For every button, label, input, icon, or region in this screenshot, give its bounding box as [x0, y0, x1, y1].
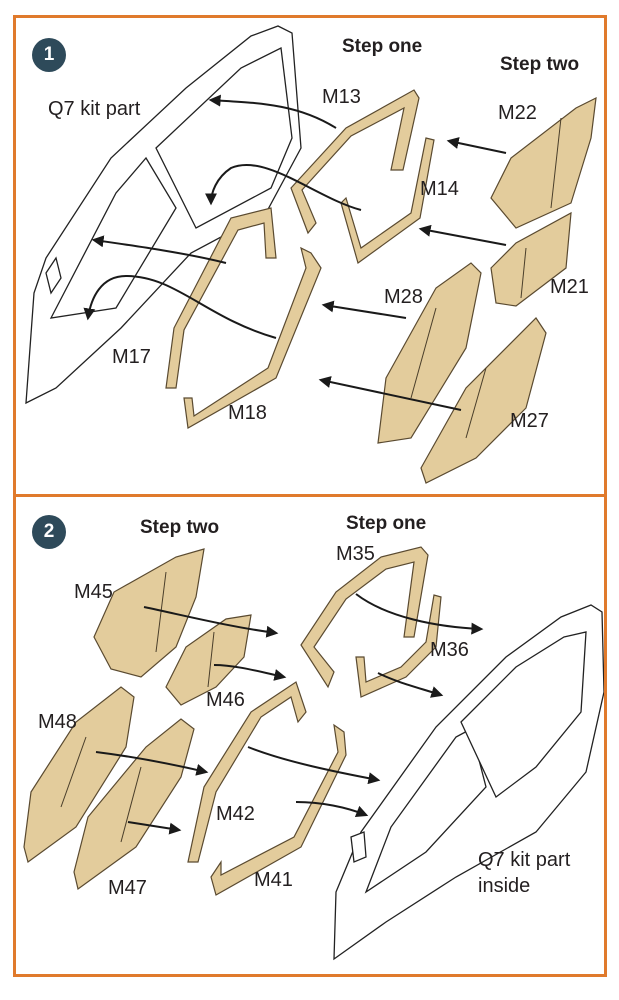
- step-panel-1: 1 Step one Step two Q7 kit part M13 M14 …: [13, 15, 607, 497]
- mask-m47-shape: [73, 718, 195, 891]
- label-m17: M17: [112, 346, 151, 368]
- label-m47: M47: [108, 877, 147, 899]
- kit-part-label: Q7 kit part: [478, 849, 571, 871]
- step-number-badge: 1: [32, 38, 66, 72]
- label-m48: M48: [38, 711, 77, 733]
- mask-m18-shape: [183, 246, 322, 429]
- mask-m13-shape: [290, 89, 420, 235]
- mask-m41-shape: [210, 723, 347, 896]
- mask-m48-shape: [23, 686, 135, 864]
- label-m28: M28: [384, 286, 423, 308]
- label-m35: M35: [336, 543, 375, 565]
- mask-m45-shape: [93, 548, 205, 678]
- label-m22: M22: [498, 102, 537, 124]
- label-m27: M27: [510, 410, 549, 432]
- label-m36: M36: [430, 639, 469, 661]
- step-two-heading: Step two: [500, 54, 580, 75]
- mask-m36-shape: [355, 594, 442, 698]
- mask-m42-shape: [187, 681, 307, 863]
- step-number-badge: 2: [32, 515, 66, 549]
- kit-part-label: Q7 kit part: [48, 98, 141, 120]
- step-one-heading: Step one: [346, 513, 427, 534]
- label-m14: M14: [420, 178, 459, 200]
- mask-m35-shape: [300, 546, 429, 689]
- label-m13: M13: [322, 86, 361, 108]
- kit-window-glass: [333, 604, 604, 961]
- mask-m27-shape: [420, 317, 547, 484]
- panel-2-illustration: [23, 546, 604, 961]
- mask-m46-shape: [165, 614, 252, 706]
- kit-part-inside-label: inside: [478, 875, 531, 897]
- mask-m21-shape: [490, 211, 572, 307]
- step-panel-2: 2 Step two Step one M35 M36 M45 M46 M48 …: [13, 494, 607, 977]
- step-two-heading: Step two: [140, 517, 220, 538]
- label-m18: M18: [228, 402, 267, 424]
- label-m42: M42: [216, 803, 255, 825]
- step-one-heading: Step one: [342, 36, 423, 57]
- label-m41: M41: [254, 869, 293, 891]
- mask-m22-shape: [490, 96, 597, 229]
- mask-m17-shape: [165, 207, 277, 389]
- label-m46: M46: [206, 689, 245, 711]
- label-m21: M21: [550, 276, 589, 298]
- label-m45: M45: [74, 581, 113, 603]
- mask-m14-shape: [340, 137, 435, 264]
- panel-1-illustration: [25, 25, 597, 484]
